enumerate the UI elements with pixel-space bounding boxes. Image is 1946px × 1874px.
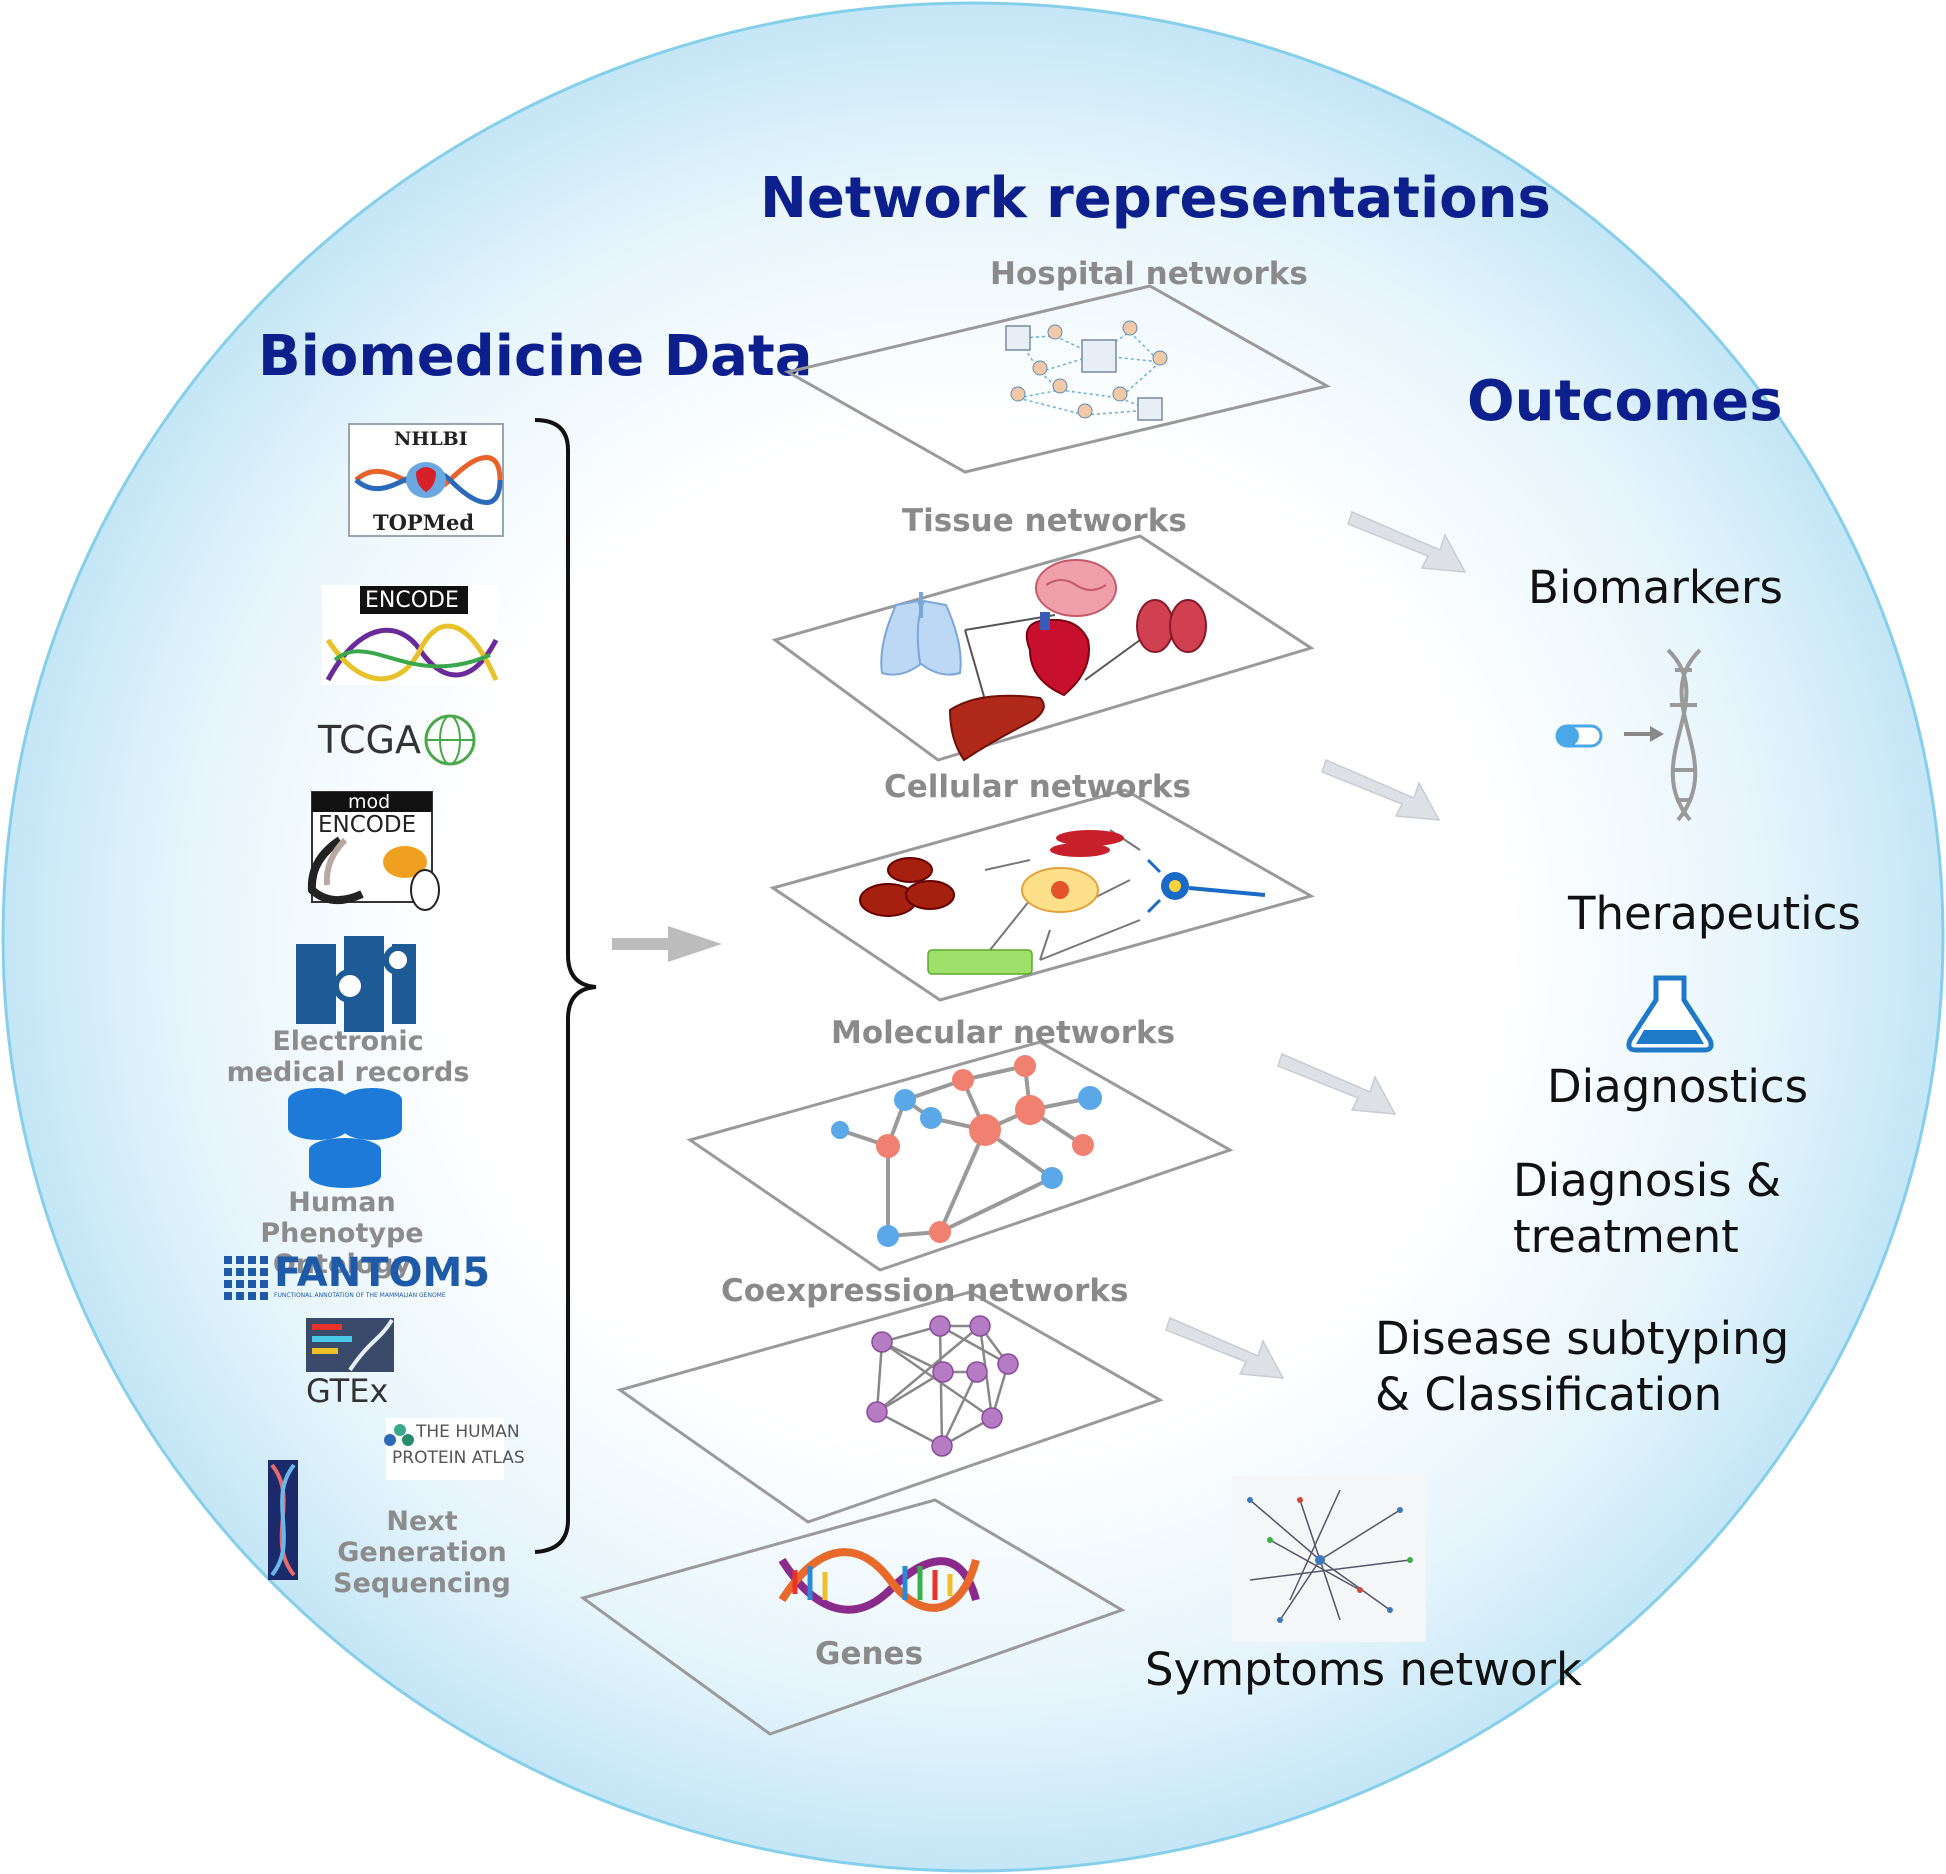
hpo-label: Human Phenotype Ontology	[260, 1187, 424, 1280]
emr-label: Electronic medical records	[226, 1026, 470, 1088]
cellular-plane	[769, 788, 1315, 1002]
hpa-logo	[384, 1418, 504, 1480]
outcome-diagnosis-line1: Diagnosis &	[1513, 1154, 1782, 1207]
coexpression-plane	[616, 1290, 1164, 1524]
symptoms-network-icon	[1232, 1476, 1426, 1642]
topmed-bottom-text: TOPMed	[373, 510, 475, 535]
coexpression-nodes	[866, 1315, 1019, 1457]
hospital-plane	[783, 284, 1332, 474]
stem-cell-icon	[1021, 867, 1099, 913]
hpa-line2: PROTEIN ATLAS	[392, 1448, 525, 1468]
layer-label-coexpression: Coexpression networks	[721, 1273, 1129, 1309]
encode-logo	[322, 585, 499, 685]
layer-label-genes: Genes	[815, 1636, 924, 1672]
muscle-cell-icon	[1050, 830, 1124, 857]
tcga-text: TCGA	[318, 718, 421, 762]
lung-icon	[880, 592, 962, 676]
capsule-icon	[1555, 724, 1664, 748]
emr-icon	[296, 936, 416, 1032]
layer-label-cellular: Cellular networks	[884, 769, 1191, 805]
epithelial-cells-icon	[927, 949, 1033, 975]
red-blood-cell-icon	[859, 857, 955, 917]
outcome-diagnosis-line2: treatment	[1513, 1210, 1739, 1263]
fantom5-subtitle: FUNCTIONAL ANNOTATION OF THE MAMMALIAN G…	[274, 1292, 446, 1299]
layer-label-molecular: Molecular networks	[831, 1015, 1176, 1051]
genes-dna-icon	[778, 1548, 980, 1614]
encode-text: ENCODE	[365, 588, 459, 613]
kidney-icon	[1136, 599, 1207, 653]
layer-label-tissue: Tissue networks	[902, 503, 1187, 539]
brain-icon	[1035, 559, 1117, 617]
tcga-logo	[424, 714, 476, 766]
hospital-icon	[1005, 325, 1163, 421]
molecular-nodes	[831, 1055, 1102, 1247]
doctor-icon	[1010, 320, 1168, 419]
arrow-icon	[1165, 510, 1467, 1379]
data-brace	[534, 418, 597, 1554]
fantom5-text: FANTOM5	[274, 1250, 491, 1296]
fantom5-logo	[224, 1256, 268, 1300]
topmed-top-text: NHLBI	[394, 428, 468, 450]
gtex-text: GTEx	[306, 1372, 389, 1410]
outcomes-title: Outcomes	[1467, 369, 1783, 434]
outcome-therapeutics: Therapeutics	[1568, 887, 1861, 940]
ngs-label: Next Generation Sequencing	[333, 1506, 511, 1599]
modencode-top-text: mod	[348, 791, 391, 813]
dna-helix-icon	[1666, 648, 1702, 822]
heart-icon	[1025, 612, 1090, 697]
ngs-dna-icon	[268, 1460, 298, 1580]
input-arrow	[612, 926, 722, 962]
network-representations-title: Network representations	[760, 166, 1551, 231]
outcome-symptoms-network: Symptoms network	[1145, 1643, 1583, 1696]
gtex-logo	[306, 1318, 394, 1372]
outcome-subtyping-line1: Disease subtyping	[1375, 1312, 1790, 1365]
molecular-plane	[686, 1040, 1234, 1272]
hpa-line1: THE HUMAN	[416, 1422, 520, 1442]
layer-label-hospital: Hospital networks	[990, 256, 1308, 292]
modencode-bottom-text: ENCODE	[318, 812, 417, 838]
flask-icon	[1626, 975, 1714, 1053]
outcome-subtyping-line2: & Classification	[1375, 1368, 1723, 1421]
topmed-logo	[348, 423, 504, 537]
tissue-plane	[771, 534, 1315, 762]
outcome-biomarkers: Biomarkers	[1528, 561, 1783, 614]
biomedicine-data-title: Biomedicine Data	[258, 324, 813, 389]
liver-icon	[948, 694, 1045, 762]
neuron-icon	[1146, 858, 1266, 914]
modencode-logo	[307, 791, 440, 911]
outcome-diagnostics: Diagnostics	[1547, 1060, 1809, 1113]
genes-plane	[579, 1498, 1126, 1736]
database-icon	[288, 1088, 402, 1188]
